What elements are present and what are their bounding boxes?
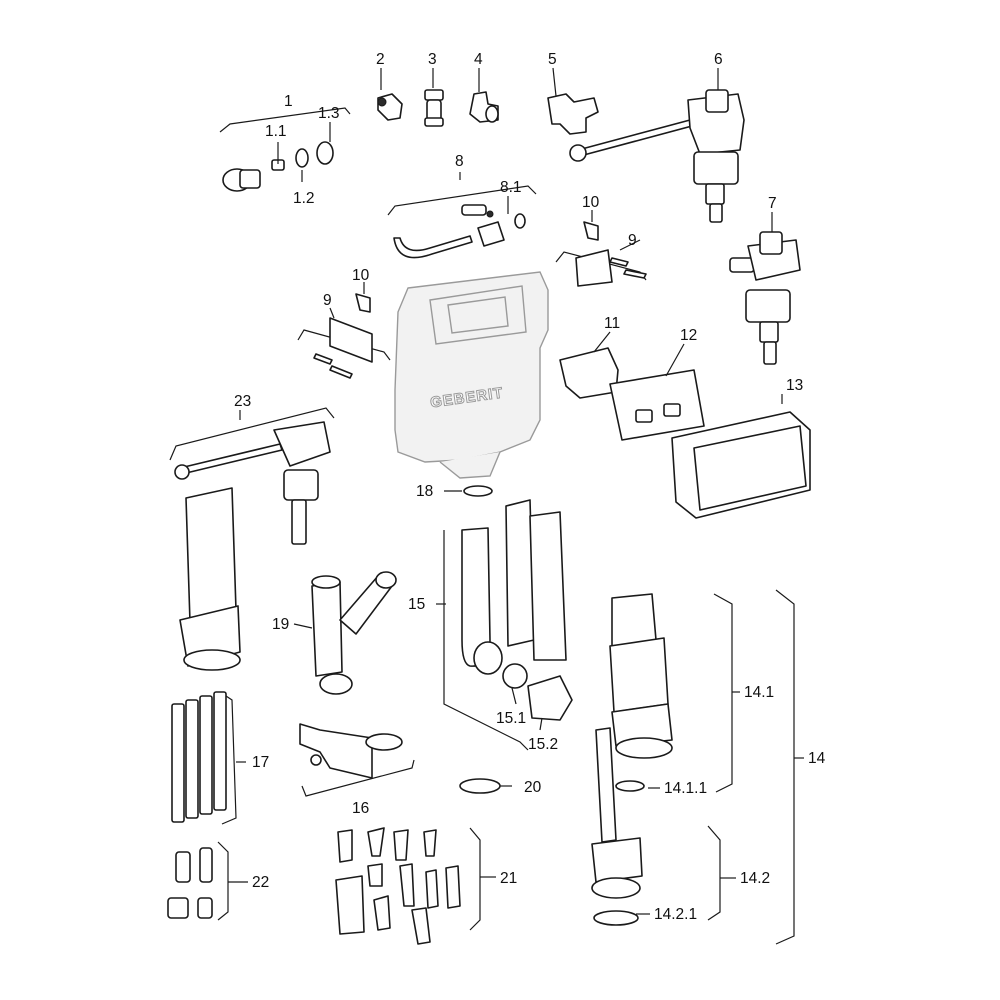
part-8-connection-hose [387, 185, 537, 259]
label-15: 15 [408, 596, 425, 613]
part-19-pipe-branch [311, 571, 397, 695]
part-4-elbow [469, 91, 499, 123]
label-22: 22 [252, 874, 269, 891]
leader-lines [228, 67, 804, 915]
part-14-2-overflow-pipe [591, 727, 643, 926]
part-2-fitting [377, 93, 403, 121]
part-3-fitting [424, 89, 444, 127]
label-1-1: 1.1 [265, 123, 287, 140]
part-22-clips [167, 841, 229, 921]
label-9-right: 9 [628, 232, 637, 249]
part-21-spare-parts-set [335, 827, 481, 945]
label-1: 1 [284, 93, 293, 110]
label-14-1: 14.1 [744, 684, 774, 701]
label-10-left: 10 [352, 267, 370, 284]
label-6: 6 [714, 51, 723, 68]
label-13: 13 [786, 377, 803, 394]
part-14-flush-valve [609, 589, 795, 945]
part-labels: 1 1.1 1.2 1.3 2 3 4 5 6 7 8 8.1 9 9 10 1… [234, 51, 826, 923]
label-14-2: 14.2 [740, 870, 770, 887]
label-14-1-1: 14.1.1 [664, 780, 707, 797]
part-6-fill-valve [569, 89, 745, 223]
label-9-left: 9 [323, 292, 332, 309]
part-10-right-bracket [583, 221, 599, 241]
part-20-seal [459, 778, 501, 794]
label-16: 16 [352, 800, 369, 817]
label-23: 23 [234, 393, 251, 410]
part-9-right-mounting-set [555, 249, 647, 287]
part-5-clip [547, 93, 599, 135]
part-23-complete-valve-set [169, 407, 335, 671]
part-15-flush-bend [443, 499, 573, 751]
label-1-3: 1.3 [318, 105, 340, 122]
label-1-2: 1.2 [293, 190, 315, 207]
label-19: 19 [272, 616, 289, 633]
label-5: 5 [548, 51, 557, 68]
label-7: 7 [768, 195, 777, 212]
label-14: 14 [808, 750, 826, 767]
label-8: 8 [455, 153, 464, 170]
label-15-2: 15.2 [528, 736, 558, 753]
part-17-fastening-strips [171, 691, 237, 825]
label-4: 4 [474, 51, 483, 68]
label-10-right: 10 [582, 194, 600, 211]
part-18-seal [463, 485, 493, 497]
cistern-body: GEBERIT [394, 271, 549, 479]
label-15-1: 15.1 [496, 710, 526, 727]
part-7-fill-valve [729, 231, 801, 365]
part-9-left-mounting-set [297, 317, 391, 379]
label-2: 2 [376, 51, 385, 68]
label-18: 18 [416, 483, 433, 500]
part-16-bracket [299, 723, 415, 797]
label-20: 20 [524, 779, 542, 796]
label-11: 11 [604, 315, 620, 332]
part-11-frame-holder [559, 347, 619, 399]
label-3: 3 [428, 51, 437, 68]
label-17: 17 [252, 754, 269, 771]
label-12: 12 [680, 327, 697, 344]
label-8-1: 8.1 [500, 179, 522, 196]
part-10-left-bracket [355, 293, 371, 313]
label-21: 21 [500, 870, 517, 887]
part-1-connection-set [219, 107, 351, 192]
part-12-actuator-frame [609, 369, 705, 441]
label-14-2-1: 14.2.1 [654, 906, 697, 923]
part-13-protective-box [671, 411, 811, 519]
